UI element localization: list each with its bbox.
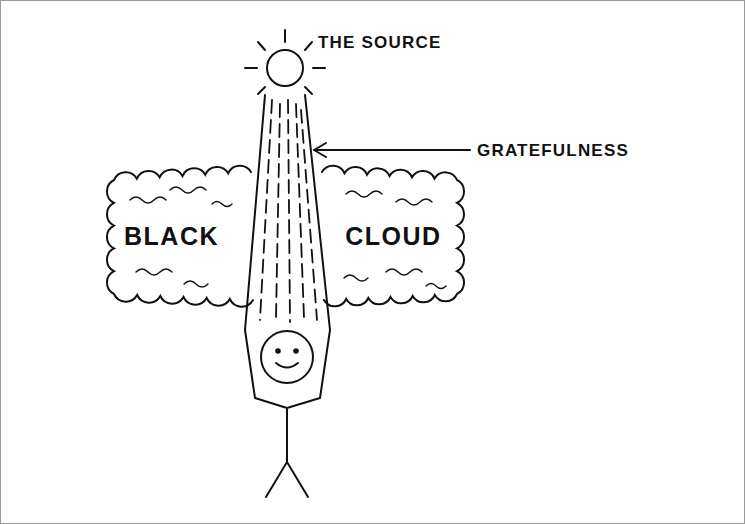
cloud-squiggle — [344, 275, 368, 281]
cloud-squiggle — [130, 197, 166, 203]
stick-figure — [245, 330, 330, 497]
cloud-squiggle — [396, 199, 432, 205]
cloud-squiggle — [346, 191, 382, 197]
cloud-text: CLOUD — [345, 222, 441, 251]
cloud-squiggle — [386, 269, 422, 275]
sun-symbol — [245, 30, 325, 94]
cloud-squiggle — [170, 187, 206, 193]
cloud-squiggle — [184, 281, 208, 287]
light-beam — [245, 95, 330, 330]
leader-arrow — [314, 143, 470, 157]
callout-label: GRATEFULNESS — [477, 141, 629, 161]
cloud-edge — [107, 166, 253, 307]
cloud-squiggle — [136, 269, 172, 275]
cloud-shape: CLOUD — [316, 160, 471, 312]
cloud-squiggle — [212, 202, 232, 207]
sun-label: THE SOURCE — [318, 33, 441, 53]
cloud-edge — [322, 166, 464, 307]
beam-rays — [260, 100, 317, 322]
cloud-text: BLACK — [124, 222, 219, 251]
cloud-shape: BLACK — [100, 160, 255, 312]
cloud-squiggle — [426, 284, 446, 289]
